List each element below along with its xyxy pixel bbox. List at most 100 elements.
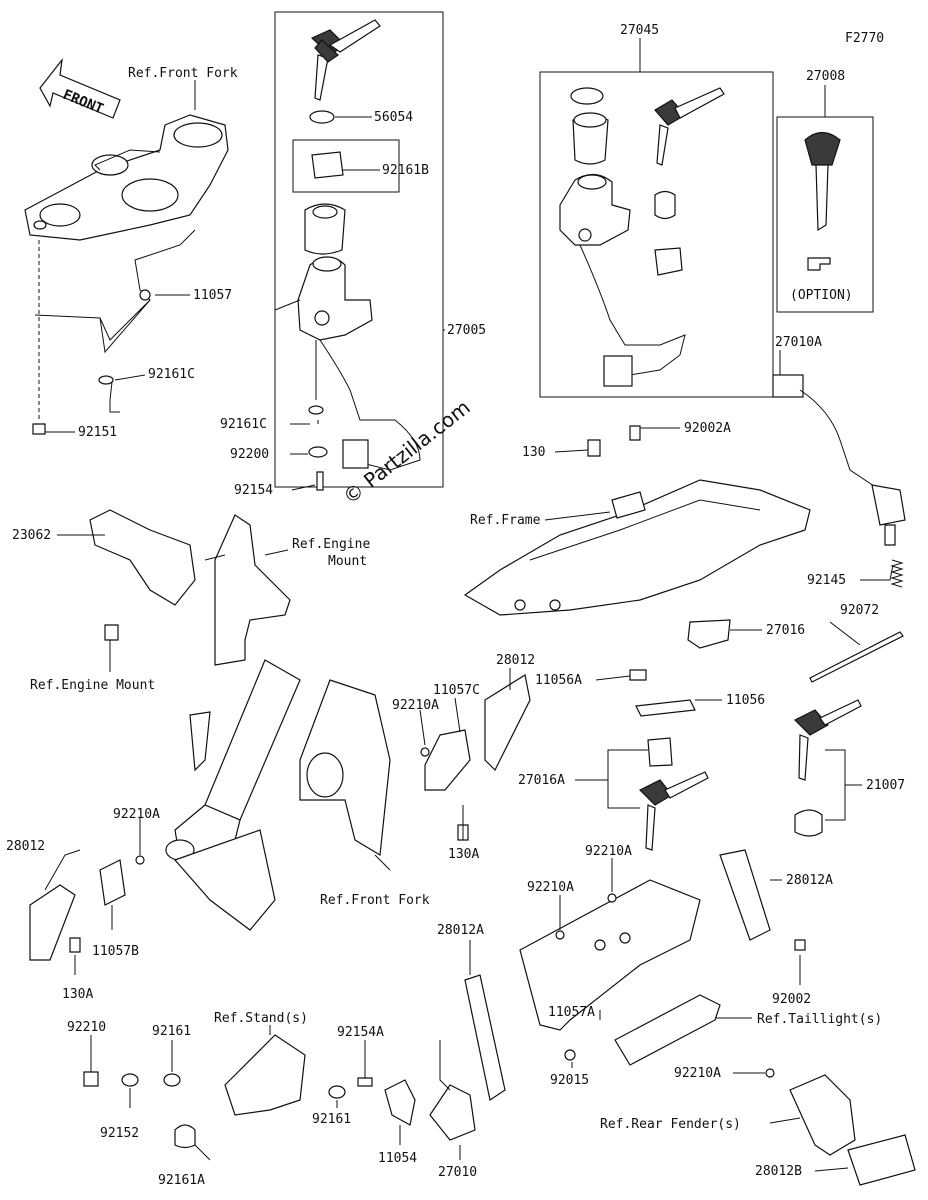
label-92161c-left: 92161C: [148, 367, 195, 382]
label-92002a: 92002A: [684, 421, 731, 436]
label-56054: 56054: [374, 110, 413, 125]
label-27016a: 27016A: [518, 773, 565, 788]
label-92152: 92152: [100, 1126, 139, 1141]
label-ref-engine-mount-right-2: Mount: [328, 554, 367, 569]
reflector-28012b: [847, 1134, 916, 1186]
part-11054: [384, 1079, 416, 1126]
label-27010: 27010: [438, 1165, 477, 1180]
label-92154: 92154: [234, 483, 273, 498]
bolt-92002: [794, 939, 806, 951]
label-11057c: 11057C: [433, 683, 480, 698]
washer-92161c-left: [98, 375, 114, 385]
reflector-28012-top: [484, 674, 531, 772]
nut-92210a-r3: [765, 1068, 775, 1078]
top-triple-clamp: [24, 114, 229, 241]
label-28012-left: 28012: [6, 839, 45, 854]
label-27016: 27016: [766, 623, 805, 638]
nut-92210a-r2: [555, 930, 565, 940]
label-27045: 27045: [620, 23, 659, 38]
label-92154a: 92154A: [337, 1025, 384, 1040]
front-direction-arrow: FRONT: [39, 57, 121, 119]
lock-cap-21007: [794, 809, 823, 837]
label-92161-a: 92161: [152, 1024, 191, 1039]
label-92210a-r2: 92210A: [527, 880, 574, 895]
sensor-27010a: [772, 374, 906, 546]
label-11056: 11056: [726, 693, 765, 708]
bolt-92002a: [629, 425, 641, 441]
label-92072: 92072: [840, 603, 879, 618]
label-92210a-left: 92210A: [113, 807, 160, 822]
label-92161c: 92161C: [220, 417, 267, 432]
label-92002: 92002: [772, 992, 811, 1007]
label-11056a: 11056A: [535, 673, 582, 688]
label-21007: 21007: [866, 778, 905, 793]
label-28012-top: 28012: [496, 653, 535, 668]
label-92161b: 92161B: [382, 163, 429, 178]
label-11057b: 11057B: [92, 944, 139, 959]
grommet-11057: [139, 289, 151, 301]
key-blank-27008: [804, 131, 841, 271]
nut-92015: [564, 1049, 576, 1061]
label-92015: 92015: [550, 1073, 589, 1088]
bracket-11057a: [519, 879, 701, 1031]
ignition-lock-27005: [297, 256, 421, 471]
ignition-lock-27045: [559, 87, 686, 387]
ref-taillight-bracket: [614, 994, 721, 1066]
ref-engine-mount-bracket: [214, 514, 291, 666]
nut-92210a-r1: [607, 893, 617, 903]
label-11057: 11057: [193, 288, 232, 303]
label-ref-taillight: Ref.Taillight(s): [757, 1012, 882, 1027]
label-28012b: 28012B: [755, 1164, 802, 1179]
label-92210a-r1: 92210A: [585, 844, 632, 859]
lock-27016a: [647, 737, 673, 767]
washer-92152: [121, 1073, 139, 1087]
label-11057a: 11057A: [548, 1005, 595, 1020]
lock-cap-27045: [654, 190, 676, 220]
figure-code: F2770: [845, 31, 884, 46]
bracket-23062: [89, 509, 196, 606]
washer-56054: [309, 110, 335, 124]
cable-tie-92072: [809, 631, 904, 683]
bracket-11057b: [99, 859, 126, 906]
nut-92210a-mid: [420, 747, 430, 757]
screw-11056a: [629, 669, 647, 681]
label-92210a-mid: 92210A: [392, 698, 439, 713]
bracket-27016: [687, 619, 731, 649]
label-28012a-right: 28012A: [786, 873, 833, 888]
key-pair-top: [310, 19, 381, 101]
label-ref-front-fork-top: Ref.Front Fork: [128, 66, 238, 81]
assembly-box-27005: [274, 11, 444, 488]
ref-stand: [224, 1034, 306, 1116]
washer-92161-a: [163, 1073, 181, 1087]
front-fork: [165, 659, 391, 931]
reflector-28012a-left: [464, 974, 506, 1101]
label-27005: 27005: [447, 323, 486, 338]
washer-92200: [308, 446, 328, 458]
label-ref-stand: Ref.Stand(s): [214, 1011, 308, 1026]
rear-fender: [789, 1074, 856, 1156]
plate-11056: [635, 699, 696, 717]
bolt-engine-mount: [104, 624, 119, 641]
frame: [463, 479, 811, 616]
washer-92161c: [308, 405, 324, 415]
label-92161-b: 92161: [312, 1112, 351, 1127]
bracket-11057c: [424, 729, 471, 791]
label-11054: 11054: [378, 1151, 417, 1166]
washer-92161-b: [328, 1085, 346, 1099]
label-130a-mid: 130A: [448, 847, 479, 862]
label-130a-left: 130A: [62, 987, 93, 1002]
label-27010a: 27010A: [775, 335, 822, 350]
label-23062: 23062: [12, 528, 51, 543]
assembly-box-27045: [539, 71, 774, 398]
spring-92145: [890, 559, 904, 588]
label-92161a: 92161A: [158, 1173, 205, 1188]
screw-92154: [316, 471, 324, 491]
label-92210a-r3: 92210A: [674, 1066, 721, 1081]
bolt-130a-left: [69, 937, 81, 953]
box-92161b: [292, 139, 400, 193]
collar-92161a: [174, 1124, 196, 1149]
nut-92210a-left: [135, 855, 145, 865]
leader-lines: [44, 38, 894, 1172]
